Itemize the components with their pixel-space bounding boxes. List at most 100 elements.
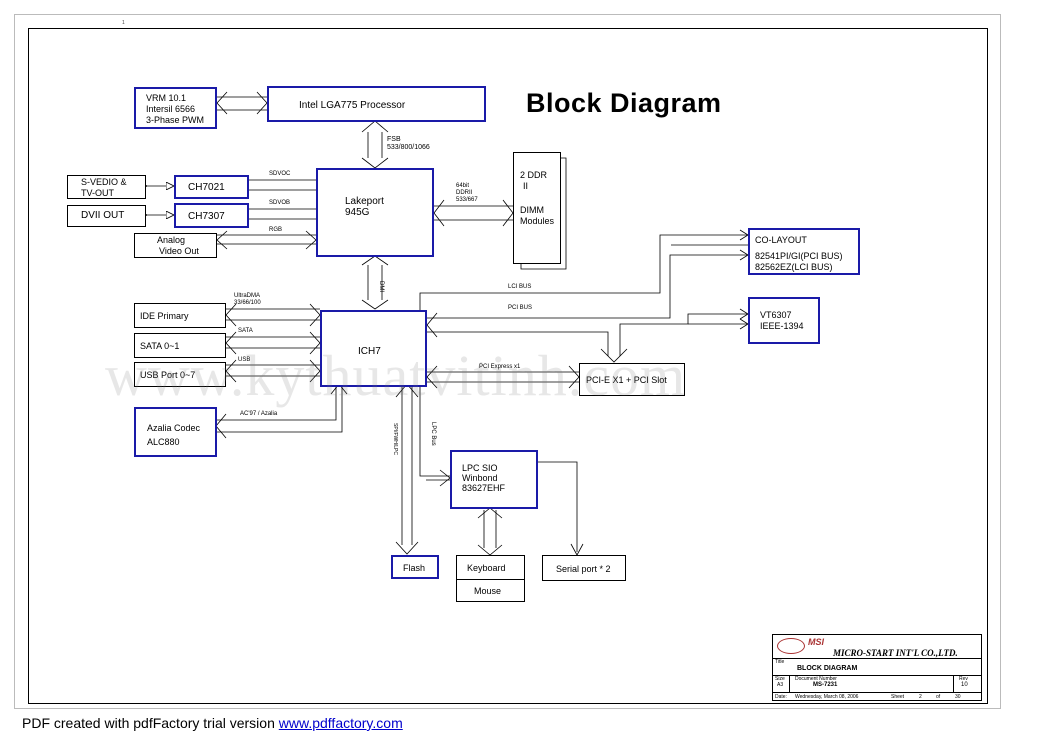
pcie-label: PCI-E X1 + PCI Slot [586, 375, 667, 385]
ac97-label: AC'97 / Azalia [240, 411, 278, 417]
watermark: www.kythuatvitinh.com [105, 343, 687, 408]
analog-block: Analog Video Out [134, 233, 217, 258]
frame-tick: 1 [122, 20, 125, 26]
ch7307-block: CH7307 [174, 203, 249, 228]
ddr-line2: II [523, 181, 529, 191]
lci-bus-label: LCI BUS [508, 284, 532, 290]
of-value: 30 [955, 694, 961, 700]
fsb-label-line2: 533/800/1066 [387, 144, 430, 151]
vrm-cpu-link [216, 91, 268, 115]
pcie-block: PCI-E X1 + PCI Slot [579, 363, 685, 396]
ich7-block: ICH7 [320, 310, 427, 387]
pci-bus-label: PCI BUS [508, 305, 533, 311]
ultradma-line2: 33/66/100 [234, 300, 261, 306]
of-label: of [936, 694, 941, 700]
colayout-line2: 82541PI/GI(PCI BUS) [755, 251, 843, 261]
svideo-line2: TV-OUT [81, 188, 114, 198]
drawing-frame [28, 28, 988, 704]
usb-block: USB Port 0~7 [134, 362, 226, 387]
ddr-block: 2 DDR II DIMM Modules [513, 152, 561, 264]
title-value: BLOCK DIAGRAM [797, 665, 858, 672]
sata-label: SATA 0~1 [140, 341, 180, 351]
pci-bus-line [427, 254, 748, 319]
sata-bus-label: SATA [238, 328, 253, 334]
rgb-link [216, 230, 317, 250]
cpu-label: Intel LGA775 Processor [299, 100, 406, 111]
dvi-label: DVII OUT [81, 210, 125, 221]
ddr-bus-label-line2: DDRII [456, 190, 473, 196]
ddr-bus-label-line1: 64bit [456, 183, 470, 189]
pcie-bus-label: PCI Express x1 [479, 364, 521, 370]
vrm-line1: VRM 10.1 [146, 93, 187, 103]
ddr-line3: DIMM [520, 205, 544, 215]
company-name: MICRO-START INT'L CO.,LTD. [833, 648, 958, 658]
colayout-block: CO-LAYOUT 82541PI/GI(PCI BUS) 82562EZ(LC… [748, 228, 860, 275]
flash-link [401, 387, 413, 545]
ch7021-block: CH7021 [174, 175, 249, 199]
azalia-block: Azalia Codec ALC880 [134, 407, 217, 457]
ide-link [225, 303, 321, 327]
docnum-label: Document Number [795, 676, 837, 682]
footer-text: PDF created with pdfFactory trial versio… [22, 715, 279, 731]
ide-label: IDE Primary [140, 311, 189, 321]
dmi-link [361, 255, 389, 310]
spi-label: SPI/FWH/LPC [392, 423, 398, 455]
azalia-line1: Azalia Codec [147, 423, 201, 433]
date-value: Wednesday, March 08, 2006 [795, 694, 859, 700]
lpc-bus-line [419, 387, 450, 477]
sdvoc-label: SDVOC [269, 171, 291, 177]
lpc-block: LPC SIO Winbond 83627EHF [450, 450, 538, 509]
usb-bus-label: USB [238, 357, 251, 363]
ddr-line4: Modules [520, 216, 555, 226]
colayout-line3: 82562EZ(LCI BUS) [755, 262, 833, 272]
analog-line2: Video Out [159, 246, 199, 256]
ddr-bus-label: 64bit DDRII 533/667 [456, 183, 478, 204]
vt6307-line1: VT6307 [760, 310, 792, 320]
ultradma-label: UltraDMA 33/66/100 [234, 293, 261, 307]
vt6307-block: VT6307 IEEE-1394 [748, 297, 820, 344]
lpc-line2: Winbond [462, 473, 498, 483]
vt6307-line2: IEEE-1394 [760, 321, 804, 331]
cpu-block: Intel LGA775 Processor [267, 86, 486, 122]
ich7-label: ICH7 [358, 346, 381, 357]
azalia-link [216, 386, 343, 433]
serial-label: Serial port * 2 [556, 564, 611, 574]
ddr-line1: 2 DDR [520, 170, 548, 180]
date-label: Date: [775, 694, 787, 700]
ddr-bus-label-line3: 533/667 [456, 197, 478, 203]
rgb-label: RGB [269, 227, 283, 233]
vrm-block: VRM 10.1 Intersil 6566 3-Phase PWM [134, 87, 217, 129]
sdvob-label: SDVOB [269, 200, 291, 206]
mouse-label: Mouse [474, 586, 502, 596]
footer-link[interactable]: www.pdffactory.com [278, 715, 403, 731]
lpc-bus-label: LPC Bus [430, 422, 436, 446]
colayout-line1: CO-LAYOUT [755, 235, 807, 245]
lpc-line1: LPC SIO [462, 463, 498, 473]
diagram-title: Block Diagram [526, 88, 722, 118]
flash-block: Flash [391, 555, 439, 579]
usb-label: USB Port 0~7 [140, 370, 196, 380]
ultradma-line1: UltraDMA [234, 293, 261, 299]
analog-line1: Analog [157, 235, 186, 245]
lakeport-line2: 945G [345, 207, 370, 218]
ch7307-label: CH7307 [188, 211, 225, 222]
vrm-line3: 3-Phase PWM [146, 115, 205, 125]
serial-link [538, 461, 578, 552]
lpc-line3: 83627EHF [462, 483, 506, 493]
docnum-value: MS-7231 [813, 682, 838, 688]
size-label: Size [775, 676, 785, 682]
size-value: A3 [777, 682, 784, 688]
sdvoc-link [249, 179, 316, 191]
serial-block: Serial port * 2 [542, 555, 626, 581]
outer-border [14, 14, 1001, 709]
ch7021-label: CH7021 [188, 182, 225, 193]
dmi-label: DMI [378, 281, 384, 292]
msi-logo-text: MSI [808, 637, 825, 647]
kbd-link [483, 510, 497, 548]
lci-bus-line [419, 234, 748, 310]
svideo-line1: S-VEDIO & [81, 177, 127, 187]
svideo-block: S-VEDIO & TV-OUT [67, 175, 146, 199]
sata-block: SATA 0~1 [134, 333, 226, 358]
ide-block: IDE Primary [134, 303, 226, 328]
